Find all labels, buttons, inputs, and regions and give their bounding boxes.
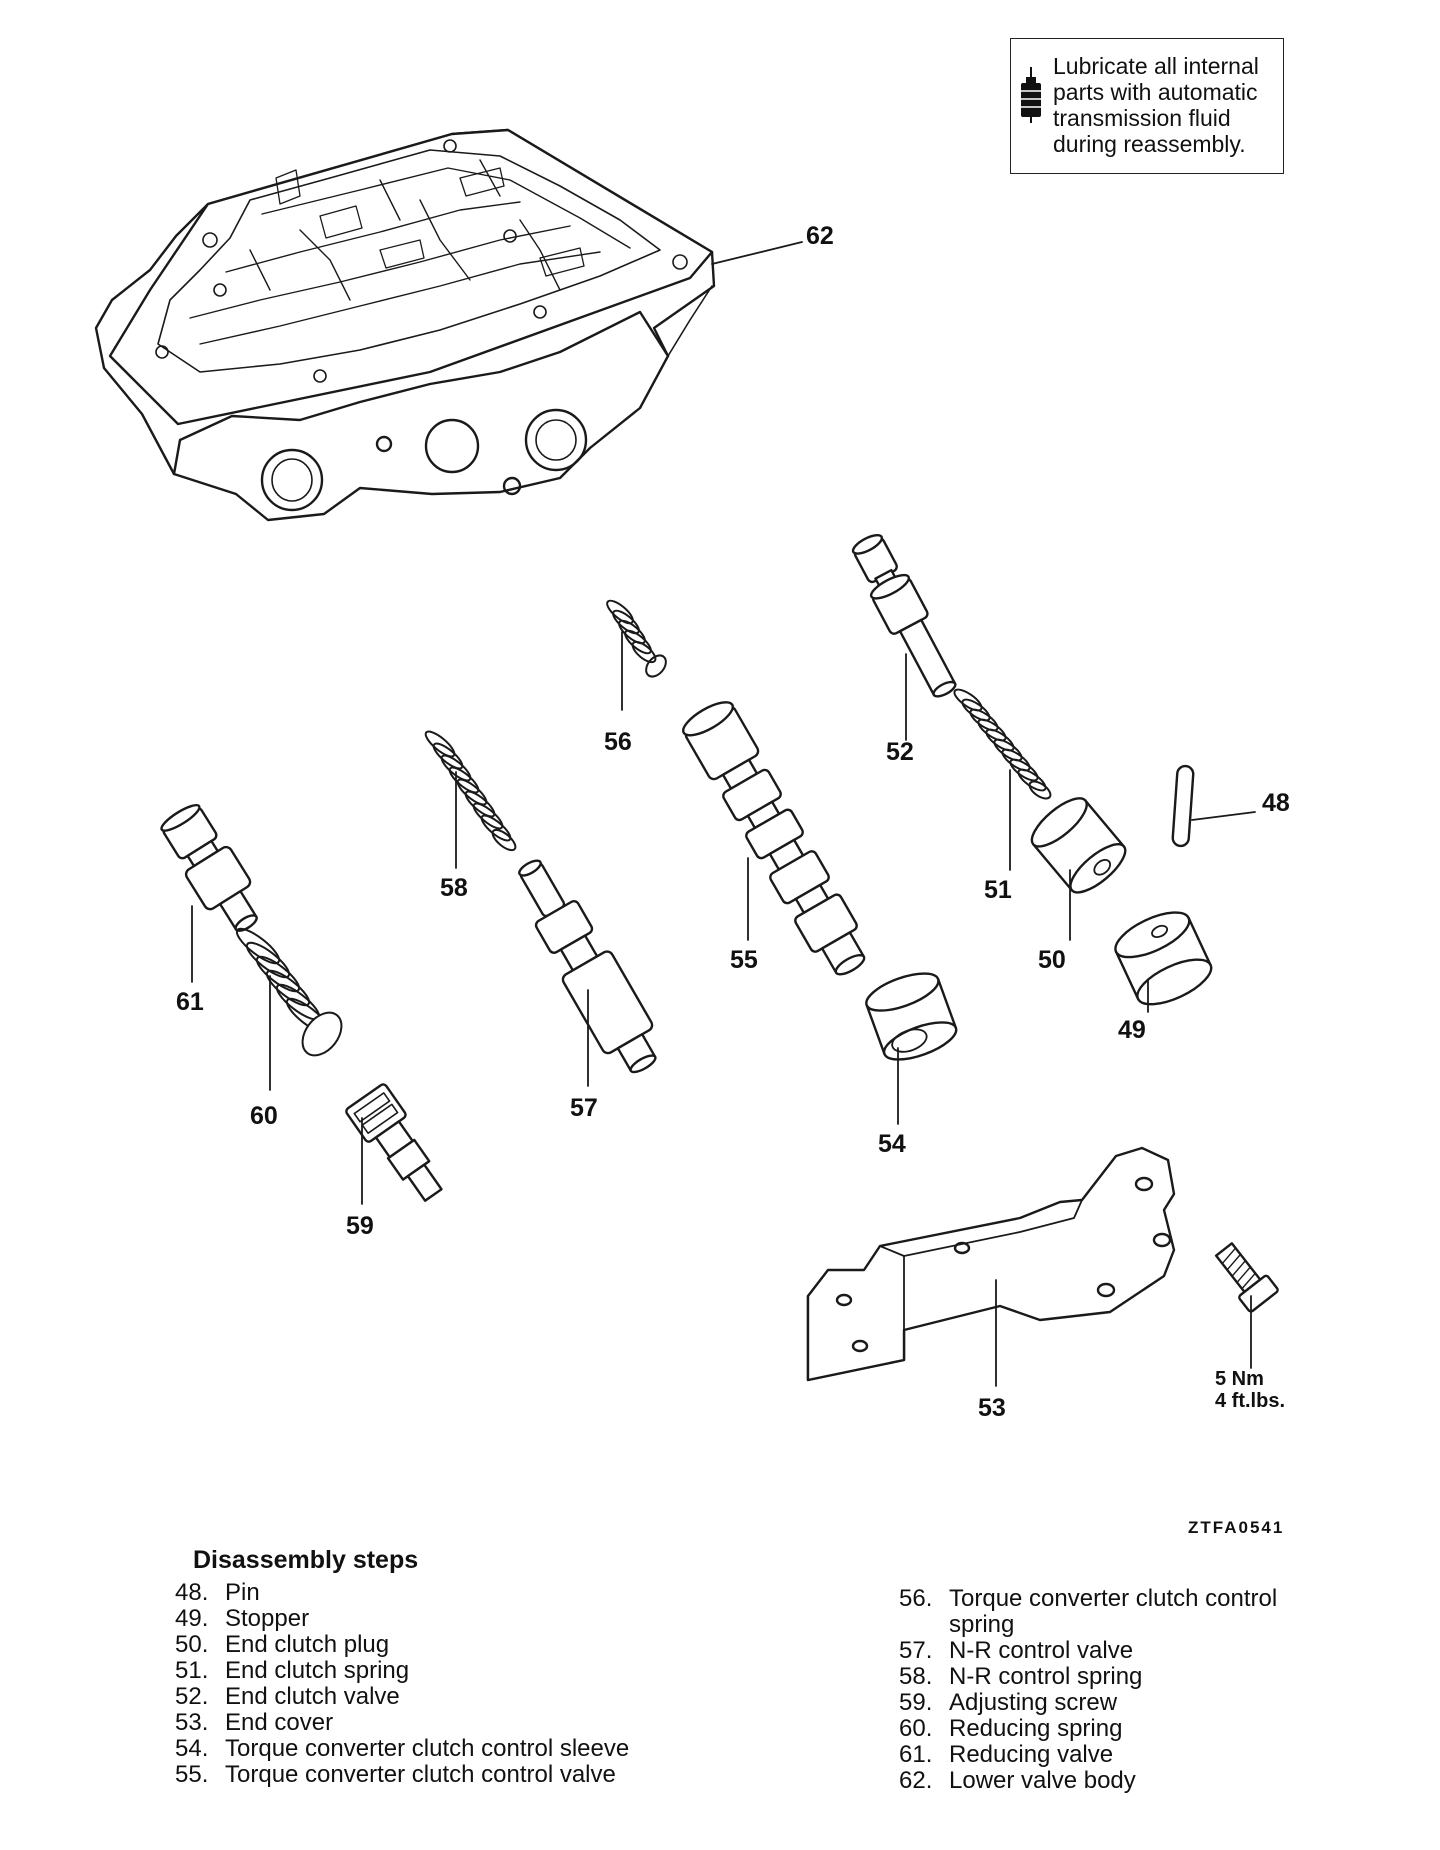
end-cover-part — [806, 1146, 1176, 1382]
callout-61: 61 — [176, 988, 204, 1016]
step-item: 55. Torque converter clutch control valve — [175, 1762, 645, 1788]
callout-55: 55 — [730, 946, 758, 974]
torque-spec: 5 Nm 4 ft.lbs. — [1215, 1368, 1285, 1412]
disassembly-steps-left: 48. Pin 49. Stopper 50. End clutch plug 51.… — [175, 1580, 645, 1788]
step-item: 57. N-R control valve — [899, 1638, 1339, 1664]
callout-54: 54 — [878, 1130, 906, 1158]
step-number: 53. — [175, 1709, 209, 1736]
tcc-control-valve-part — [682, 701, 866, 976]
step-text: Torque converter clutch control spring — [949, 1585, 1278, 1638]
end-clutch-plug-part — [1030, 797, 1127, 894]
step-item: 48. Pin — [175, 1580, 645, 1606]
step-item: 53. End cover — [175, 1710, 645, 1736]
callout-57: 57 — [570, 1094, 598, 1122]
step-text: Adjusting screw — [949, 1689, 1118, 1716]
torque-nm: 5 Nm — [1215, 1368, 1264, 1390]
callout-50: 50 — [1038, 946, 1066, 974]
step-text: Reducing spring — [949, 1715, 1123, 1742]
callout-52: 52 — [886, 738, 914, 766]
step-number: 62. — [899, 1767, 933, 1794]
step-text: Pin — [225, 1579, 260, 1606]
step-text: End clutch valve — [225, 1683, 400, 1710]
disassembly-steps-right: 56. Torque converter clutch control sprin… — [899, 1586, 1339, 1794]
tcc-control-spring-part — [606, 599, 667, 678]
lubrication-note-text: Lubricate all internal parts with automa… — [1053, 53, 1259, 157]
torque-ftlbs: 4 ft.lbs. — [1215, 1390, 1286, 1412]
step-number: 54. — [175, 1735, 209, 1762]
leader-62 — [711, 241, 803, 265]
step-item: 50. End clutch plug — [175, 1632, 645, 1658]
callout-60: 60 — [250, 1102, 278, 1130]
end-clutch-valve-part — [851, 533, 957, 698]
step-item: 56. Torque converter clutch control sprin… — [899, 1586, 1339, 1638]
callout-58: 58 — [440, 874, 468, 902]
step-text: Torque converter clutch control valve — [225, 1761, 616, 1788]
step-text: Torque converter clutch control sleeve — [225, 1735, 630, 1762]
figure-id: ZTFA0541 — [1188, 1518, 1285, 1537]
step-item: 52. End clutch valve — [175, 1684, 645, 1710]
callout-49: 49 — [1118, 1016, 1146, 1044]
oil-can-icon — [1021, 67, 1041, 123]
step-text: End clutch plug — [225, 1631, 390, 1658]
step-number: 56. — [899, 1585, 933, 1612]
step-item: 54. Torque converter clutch control sleev… — [175, 1736, 645, 1762]
callout-51: 51 — [984, 876, 1012, 904]
reducing-spring-part — [235, 927, 343, 1057]
stopper-part — [1114, 911, 1213, 1006]
callout-53: 53 — [978, 1394, 1006, 1422]
step-item: 49. Stopper — [175, 1606, 645, 1632]
step-number: 61. — [899, 1741, 933, 1768]
step-number: 58. — [899, 1663, 933, 1690]
step-item: 60. Reducing spring — [899, 1716, 1339, 1742]
step-number: 59. — [899, 1689, 933, 1716]
step-text: N-R control valve — [949, 1637, 1134, 1664]
reducing-valve-part — [160, 803, 258, 932]
step-number: 49. — [175, 1605, 209, 1632]
step-text: Lower valve body — [949, 1767, 1136, 1794]
step-number: 52. — [175, 1683, 209, 1710]
step-item: 58. N-R control spring — [899, 1664, 1339, 1690]
step-text: N-R control spring — [949, 1663, 1143, 1690]
step-item: 62. Lower valve body — [899, 1768, 1339, 1794]
end-clutch-spring-part — [953, 688, 1052, 800]
end-cover-bolt-part — [1214, 1242, 1279, 1313]
lubrication-note: Lubricate all internal parts with automa… — [1010, 38, 1284, 174]
step-item: 61. Reducing valve — [899, 1742, 1339, 1768]
lower-valve-body-part — [94, 128, 716, 522]
disassembly-heading: Disassembly steps — [193, 1546, 419, 1574]
step-text: End cover — [225, 1709, 334, 1736]
nr-control-spring-part — [424, 730, 517, 852]
tcc-control-sleeve-part — [865, 972, 958, 1061]
step-item: 59. Adjusting screw — [899, 1690, 1339, 1716]
nr-control-valve-part — [518, 859, 657, 1074]
step-text: End clutch spring — [225, 1657, 410, 1684]
callout-56: 56 — [604, 728, 632, 756]
callout-48: 48 — [1262, 789, 1290, 817]
callout-62: 62 — [806, 222, 834, 250]
step-text: Reducing valve — [949, 1741, 1114, 1768]
step-number: 57. — [899, 1637, 933, 1664]
step-text: Stopper — [225, 1605, 310, 1632]
step-number: 60. — [899, 1715, 933, 1742]
callout-59: 59 — [346, 1212, 374, 1240]
step-number: 51. — [175, 1657, 209, 1684]
leader-48 — [1191, 811, 1256, 821]
adjusting-screw-part — [345, 1083, 443, 1202]
step-number: 55. — [175, 1761, 209, 1788]
step-number: 48. — [175, 1579, 209, 1606]
pin-part — [1171, 764, 1195, 848]
step-number: 50. — [175, 1631, 209, 1658]
step-item: 51. End clutch spring — [175, 1658, 645, 1684]
